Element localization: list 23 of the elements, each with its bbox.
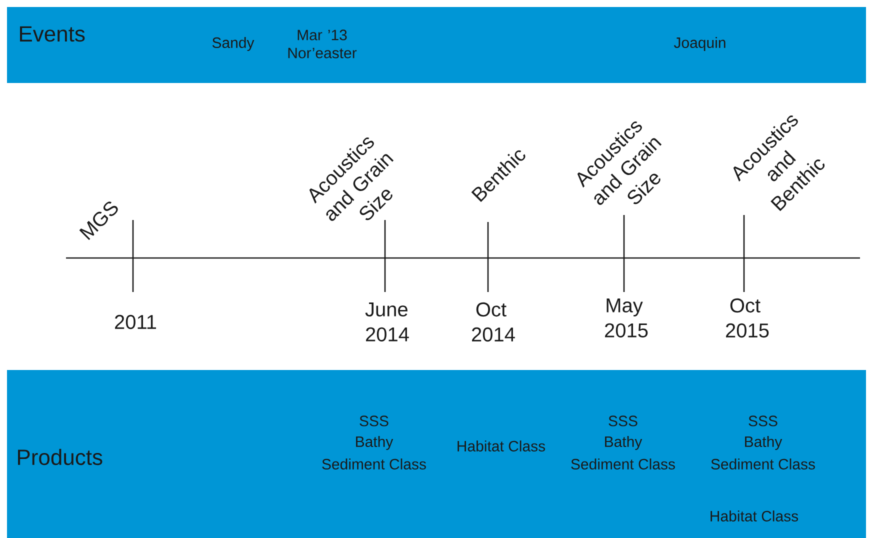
- event-label: Joaquin: [674, 37, 726, 51]
- date-label: Oct 2015: [726, 298, 769, 338]
- product-label: Habitat Class: [710, 510, 798, 522]
- date-label: Oct 2014: [472, 302, 515, 342]
- product-label: Bathy: [745, 436, 782, 450]
- product-label: Sediment Class: [322, 458, 426, 470]
- product-label: Bathy: [605, 436, 642, 450]
- date-label: 2011: [115, 314, 156, 330]
- product-label: SSS: [748, 416, 778, 426]
- band-title: Events: [20, 26, 85, 42]
- date-label: May 2015: [605, 298, 648, 338]
- band: [7, 7, 866, 83]
- product-label: Habitat Class: [458, 440, 546, 452]
- product-label: Bathy: [356, 436, 394, 450]
- band: [7, 370, 866, 538]
- event-label: Mar ’13 Nor’easter: [288, 30, 357, 58]
- date-label: June 2014: [365, 302, 409, 342]
- product-label: SSS: [360, 416, 388, 426]
- band-title: Products: [18, 448, 102, 466]
- product-label: Sediment Class: [711, 458, 815, 470]
- product-label: Sediment Class: [571, 458, 675, 470]
- product-label: SSS: [608, 416, 638, 426]
- event-label: Sandy: [212, 37, 254, 51]
